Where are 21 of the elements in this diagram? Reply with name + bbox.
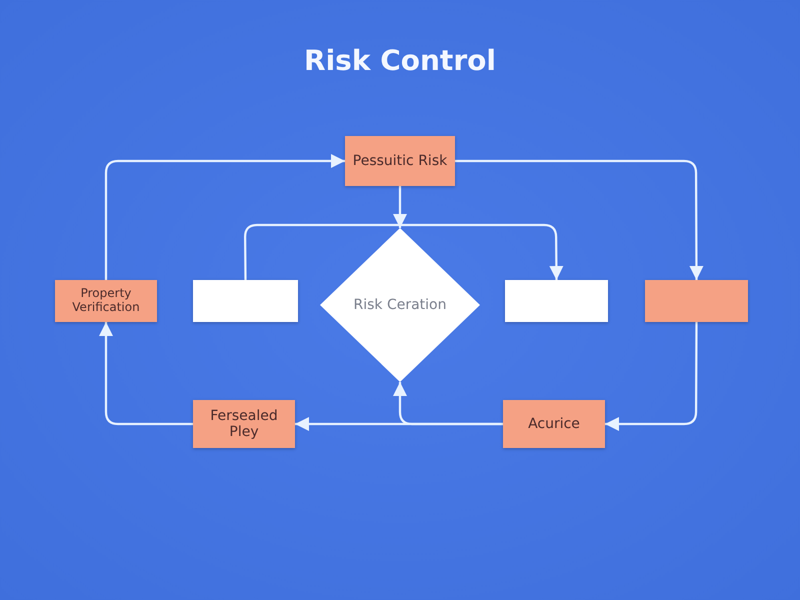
process-box (193, 280, 298, 322)
decision-diamond (320, 228, 480, 382)
process-box (503, 400, 605, 448)
process-box (193, 400, 295, 448)
process-box (645, 280, 748, 322)
node-label: Acurice (527, 416, 581, 432)
arrow (605, 322, 698, 431)
diagram-title: Risk Control (303, 44, 497, 77)
process-box (505, 280, 608, 322)
arrow (393, 186, 407, 228)
process-box (345, 136, 455, 186)
arrow (295, 417, 503, 431)
arrow (244, 224, 564, 280)
process-box (55, 280, 157, 322)
node-label: Fersealed Pley (209, 408, 279, 440)
arrow (455, 160, 704, 280)
node-label: Property Verification (71, 287, 141, 315)
node-label: Risk Ceration (352, 296, 448, 314)
arrow (104, 154, 345, 280)
arrow (99, 322, 193, 426)
node-label: Pessuitic Risk (352, 152, 448, 170)
